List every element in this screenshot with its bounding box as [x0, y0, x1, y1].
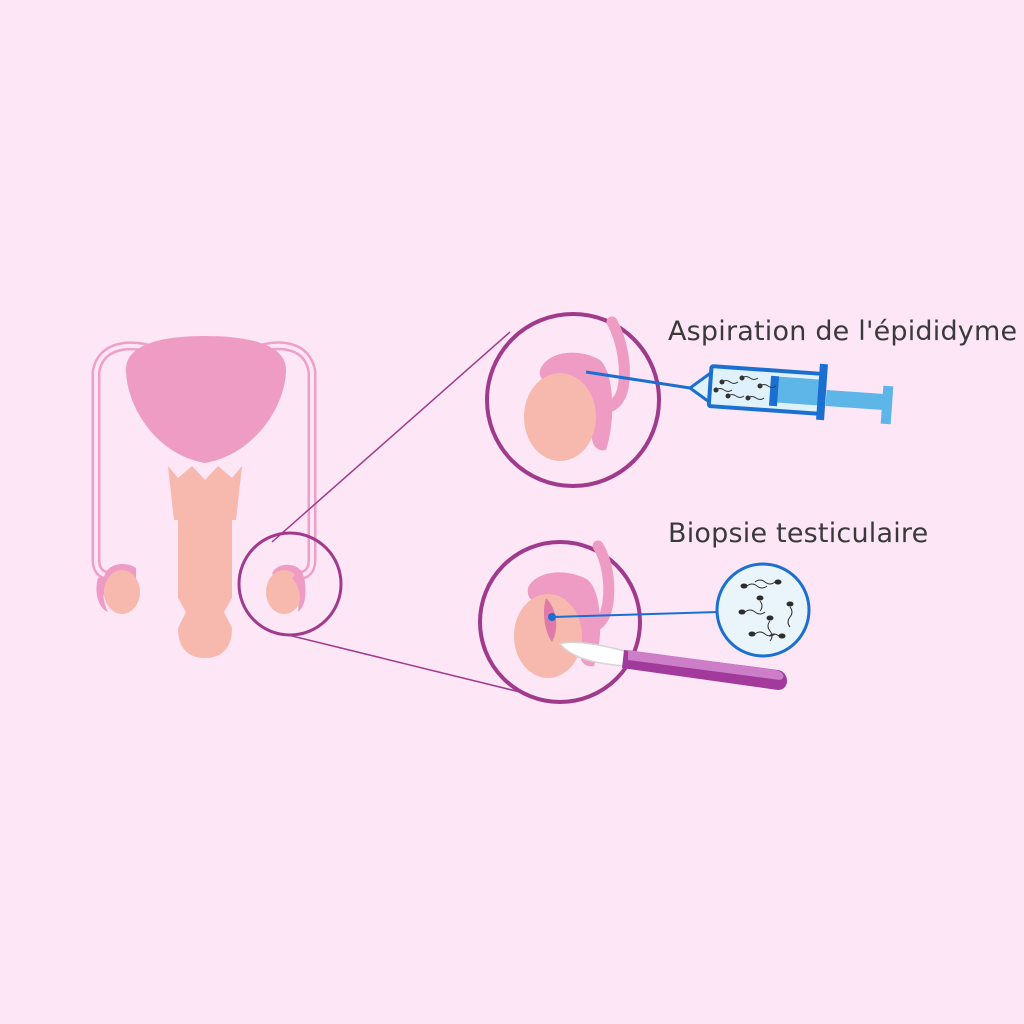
biopsy-magnifier	[478, 540, 642, 704]
biopsy-label: Biopsie testiculaire	[668, 518, 929, 549]
zoom-line-top	[271, 331, 511, 543]
zoom-line-bottom	[283, 633, 521, 693]
sperm-cells-icon	[715, 562, 811, 658]
pointer-dot	[548, 613, 556, 621]
biopsy-testicle	[514, 594, 582, 678]
aspiration-epididymis-front	[586, 368, 608, 449]
right-testicle	[266, 570, 302, 614]
sperm-sample-circle	[715, 562, 811, 658]
left-testicle	[104, 570, 140, 614]
bladder	[125, 336, 287, 463]
penis-shaft	[178, 505, 232, 658]
sample-pointer	[548, 611, 719, 621]
scalpel-handle-highlight	[628, 650, 784, 680]
right-epididymis-front	[292, 574, 306, 612]
syringe-stopper	[768, 375, 780, 407]
syringe-icon	[585, 363, 894, 425]
syringe-thumb-rest	[880, 385, 894, 425]
syringe-plunger-head	[775, 376, 821, 406]
left-epididymis-side	[96, 576, 108, 612]
scalpel-icon	[558, 641, 787, 690]
magnification-callout	[237, 331, 521, 693]
pointer-line	[551, 611, 719, 618]
syringe-rod	[825, 389, 885, 411]
sperm-cells	[738, 579, 794, 642]
syringe-flange	[816, 363, 828, 421]
syringe-sperm-cells	[713, 375, 777, 401]
zoom-source-circle	[237, 531, 343, 637]
male-reproductive-system	[91, 336, 317, 658]
syringe-needle	[585, 370, 691, 390]
aspiration-testicle	[524, 373, 596, 461]
aspiration-label: Aspiration de l'épididyme	[668, 316, 1018, 347]
aspiration-magnifier	[485, 312, 661, 488]
